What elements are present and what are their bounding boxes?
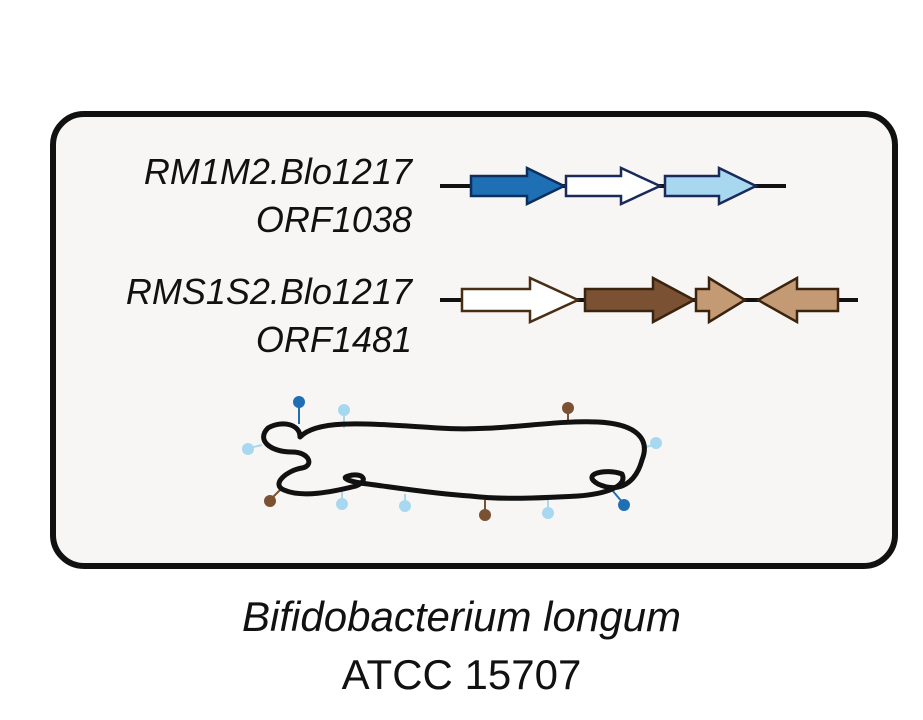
methylation-mark-brown — [479, 500, 491, 521]
locus-2-name: RMS1S2.Blo1217 — [125, 271, 412, 312]
locus-1-gene-3 — [663, 166, 759, 206]
mark-head — [264, 495, 276, 507]
mark-head — [399, 500, 411, 512]
methylation-mark-brown — [264, 487, 283, 507]
locus-2-gene-2 — [583, 275, 697, 325]
methylation-mark-light-blue — [242, 443, 263, 455]
locus-1-orf: ORF1038 — [255, 199, 412, 240]
locus-1-gene-2 — [564, 166, 663, 206]
mark-head — [650, 437, 662, 449]
methylation-mark-light-blue — [336, 490, 348, 510]
mark-head — [618, 499, 630, 511]
organism-strain: ATCC 15707 — [341, 651, 582, 698]
mark-head — [293, 396, 305, 408]
locus-2-gene-1 — [460, 276, 582, 324]
methylation-mark-dark-blue — [293, 396, 305, 424]
mark-head — [479, 509, 491, 521]
methylation-mark-dark-blue — [611, 489, 630, 511]
mark-head — [242, 443, 254, 455]
methylation-mark-light-blue — [542, 500, 554, 519]
mark-head — [562, 402, 574, 414]
mark-head — [336, 498, 348, 510]
locus-2-gene-4 — [755, 275, 840, 325]
mark-head — [542, 507, 554, 519]
mark-head — [338, 404, 350, 416]
locus-1-track — [440, 166, 786, 206]
locus-2-orf: ORF1481 — [255, 319, 412, 360]
locus-1-gene-1 — [469, 166, 567, 206]
locus-2-gene-3 — [694, 275, 748, 325]
locus-1-name: RM1M2.Blo1217 — [143, 151, 412, 192]
locus-2-track — [440, 275, 858, 325]
organism-species: Bifidobacterium longum — [242, 593, 681, 640]
methylation-mark-light-blue — [399, 494, 411, 512]
chromosome-outline — [261, 419, 647, 501]
